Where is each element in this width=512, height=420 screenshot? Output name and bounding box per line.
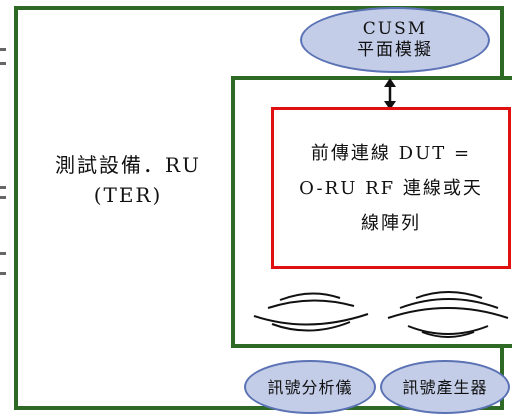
cusm-label: CUSM [362, 19, 428, 39]
signal-generator: 訊號產生器 [380, 360, 510, 414]
cusm-plane-emulator: CUSM 平面模擬 [300, 7, 490, 73]
signal-analyzer-label: 訊號分析儀 [267, 377, 353, 397]
tester-label-line2: (TER) [93, 183, 163, 207]
tester-label: 測試設備．RU (TER) [28, 150, 228, 210]
radio-wave-icon [253, 292, 369, 332]
edge-mark [0, 186, 6, 189]
radio-wave-icon [387, 291, 509, 338]
dut-line2: O-RU RF 連線或天 [299, 177, 483, 199]
dut-line1: 前傳連線 DUT = [310, 142, 472, 164]
dut-box: 前傳連線 DUT = O-RU RF 連線或天 線陣列 [271, 107, 511, 269]
edge-mark [0, 62, 6, 65]
edge-mark [0, 272, 6, 275]
edge-mark [0, 48, 6, 51]
dut-enclosure [231, 76, 512, 348]
signal-generator-label: 訊號產生器 [402, 377, 488, 397]
double-arrow-icon [384, 78, 396, 110]
tester-label-line1: 測試設備．RU [55, 153, 201, 177]
edge-mark [0, 252, 6, 255]
dut-line3: 線陣列 [361, 212, 421, 234]
edge-mark [0, 196, 6, 199]
signal-analyzer: 訊號分析儀 [244, 360, 376, 414]
cusm-sublabel: 平面模擬 [357, 40, 433, 60]
